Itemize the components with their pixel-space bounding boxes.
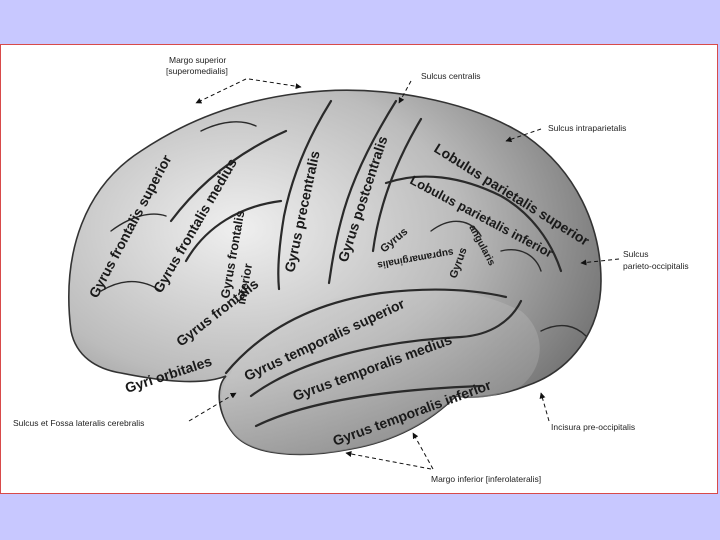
slide: Margo superior [superomedialis] Sulcus c… (0, 44, 718, 494)
label-sulcus-intraparietalis: Sulcus intraparietalis (548, 123, 626, 133)
label-margo-superior-alt: [superomedialis] (166, 66, 228, 76)
brain-lateral-view-figure: Margo superior [superomedialis] Sulcus c… (1, 45, 717, 493)
label-sulcus-centralis: Sulcus centralis (421, 71, 481, 81)
label-incisura-pre-occipitalis: Incisura pre-occipitalis (551, 422, 635, 432)
label-sulcus-parieto-occipitalis-1: Sulcus (623, 249, 649, 259)
label-margo-inferior: Margo inferior [inferolateralis] (431, 474, 541, 484)
label-margo-superior: Margo superior (169, 55, 226, 65)
label-sulcus-lateralis: Sulcus et Fossa lateralis cerebralis (13, 418, 144, 428)
label-sulcus-parieto-occipitalis-2: parieto-occipitalis (623, 261, 689, 271)
